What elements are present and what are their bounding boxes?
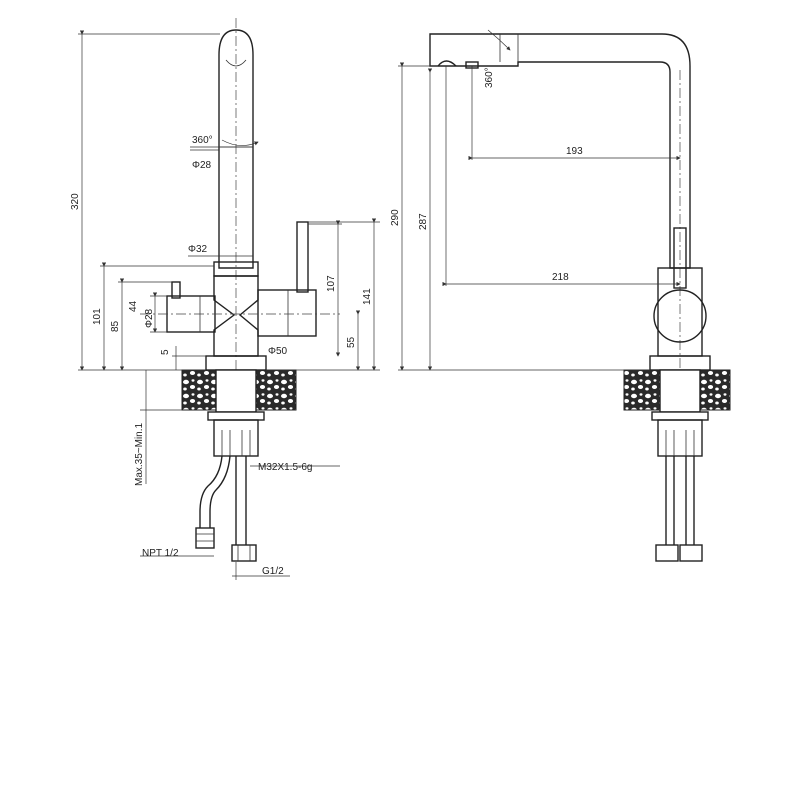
side-handle-hub <box>653 289 707 343</box>
side-lever <box>673 227 687 289</box>
threaded-shank <box>213 419 259 457</box>
mount-shank <box>215 369 257 413</box>
label-320: 320 <box>70 193 81 210</box>
npt-connector <box>195 527 215 549</box>
label-dia-handle: Φ28 <box>144 308 155 328</box>
label-g12: G1/2 <box>262 566 284 577</box>
label-rotation-front: 360° <box>192 135 213 146</box>
label-287: 287 <box>418 213 429 230</box>
label-mount-range: Max.35~Min.1 <box>134 422 145 486</box>
label-107: 107 <box>326 275 337 292</box>
right-lever <box>296 221 309 293</box>
side-mount-nut <box>651 411 709 421</box>
spout-outlet <box>225 59 247 67</box>
mount-nut <box>207 411 265 421</box>
label-55: 55 <box>346 336 357 348</box>
label-85: 85 <box>110 320 121 332</box>
side-threaded-shank <box>657 419 703 457</box>
side-outlet-1 <box>437 60 457 67</box>
label-dia-spout: Φ28 <box>192 160 212 171</box>
label-218: 218 <box>552 272 569 283</box>
g12-connector <box>231 544 257 562</box>
label-rotation-side: 360° <box>484 67 495 88</box>
left-lever <box>171 281 181 299</box>
label-dia-base: Φ50 <box>268 346 288 357</box>
rotation-arrow-side <box>487 29 511 51</box>
side-spout <box>429 33 691 269</box>
label-thread: M32X1.5-6g <box>258 462 312 473</box>
label-290: 290 <box>390 209 401 226</box>
side-mount-shank <box>659 369 701 413</box>
label-141: 141 <box>362 288 373 305</box>
rotation-arrow-front <box>221 139 259 146</box>
front-view: 320 101 85 44 Φ28 5 Φ28 Φ32 Φ50 360° 1 <box>70 18 380 580</box>
label-193: 193 <box>566 146 583 157</box>
side-view: 360° 193 218 290 287 <box>390 29 731 562</box>
label-44: 44 <box>128 300 139 312</box>
label-dia-body: Φ32 <box>188 244 208 255</box>
label-101: 101 <box>92 308 103 325</box>
hose-left-b <box>209 455 231 528</box>
label-npt: NPT 1/2 <box>142 548 179 559</box>
side-connector-2 <box>679 544 703 562</box>
side-connector-1 <box>655 544 679 562</box>
spout-tube <box>218 29 254 269</box>
label-5: 5 <box>160 349 171 355</box>
right-handle-hub <box>257 289 317 337</box>
hose-left-a <box>199 455 223 528</box>
